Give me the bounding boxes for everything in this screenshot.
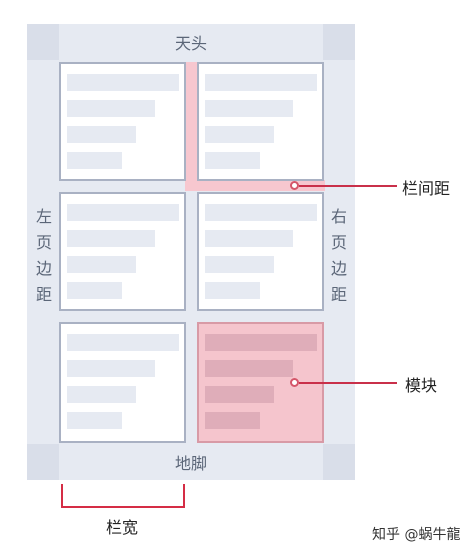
content-bar <box>205 230 293 247</box>
module-card <box>59 192 186 311</box>
content-bar <box>67 282 122 299</box>
corner-bottom-right <box>323 444 355 480</box>
content-bar <box>205 412 260 429</box>
right-margin-char: 右 <box>330 207 347 226</box>
content-bar <box>205 152 260 169</box>
right-margin-char: 页 <box>330 233 347 252</box>
content-bar <box>205 360 293 377</box>
header-label: 天头 <box>174 34 207 53</box>
content-bar <box>205 204 317 221</box>
content-bar <box>205 100 293 117</box>
module-card <box>197 192 324 311</box>
content-bar <box>205 386 274 403</box>
module-callout-line <box>299 382 397 384</box>
header-band: 天头 <box>59 24 323 60</box>
column-width-label: 栏宽 <box>106 518 139 537</box>
right-margin-char: 距 <box>330 285 347 304</box>
content-bar <box>205 126 274 143</box>
gutter-callout-label: 栏间距 <box>402 179 451 198</box>
content-bar <box>205 282 260 299</box>
content-bar <box>205 256 274 273</box>
gutter-highlight-vertical <box>185 62 197 180</box>
content-bar <box>67 74 179 91</box>
left-margin-char: 距 <box>35 285 52 304</box>
gutter-callout-line <box>299 185 397 187</box>
content-bar <box>67 334 179 351</box>
module-card <box>59 322 186 443</box>
content-bar <box>67 152 122 169</box>
module-callout-dot <box>290 378 299 387</box>
right-margin-char: 边 <box>330 259 347 278</box>
left-margin-char: 页 <box>35 233 52 252</box>
content-bar <box>67 360 155 377</box>
footer-band: 地脚 <box>59 444 323 480</box>
content-bar <box>67 126 136 143</box>
left-margin-char: 左 <box>35 207 52 226</box>
corner-top-left <box>27 24 59 60</box>
corner-bottom-left <box>27 444 59 480</box>
gutter-highlight-horizontal <box>185 180 325 191</box>
module-card <box>197 62 324 181</box>
module-callout-label: 模块 <box>405 376 438 395</box>
left-margin-label: 左 页 边 距 <box>34 204 54 308</box>
column-width-bracket <box>61 484 185 508</box>
content-bar <box>205 334 317 351</box>
content-bar <box>205 74 317 91</box>
left-margin-char: 边 <box>35 259 52 278</box>
module-card-highlighted <box>197 322 324 443</box>
footer-label: 地脚 <box>174 454 207 473</box>
right-margin-label: 右 页 边 距 <box>329 204 349 308</box>
gutter-callout-dot <box>290 181 299 190</box>
module-card <box>59 62 186 181</box>
content-bar <box>67 100 155 117</box>
content-bar <box>67 386 136 403</box>
content-bar <box>67 204 179 221</box>
content-bar <box>67 256 136 273</box>
watermark: 知乎 @蜗牛龍 <box>372 527 461 543</box>
corner-top-right <box>323 24 355 60</box>
content-bar <box>67 230 155 247</box>
content-bar <box>67 412 122 429</box>
